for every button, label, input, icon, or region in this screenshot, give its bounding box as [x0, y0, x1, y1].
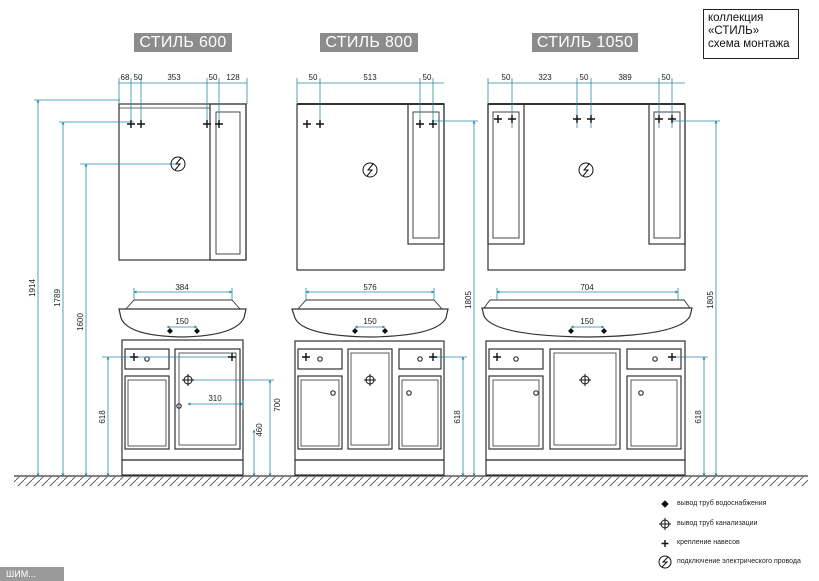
header-stil-600: СТИЛЬ 600: [134, 33, 232, 52]
vanity-800: [291, 299, 449, 476]
dim-1050-323: 323: [538, 73, 552, 82]
electric-markers: [170, 156, 594, 178]
dim-600-50b: 50: [209, 73, 218, 82]
collection-line3: схема монтажа: [708, 38, 790, 50]
dim-600-353: 353: [167, 73, 181, 82]
legend-electric-text: подключение электрического провода: [677, 558, 801, 565]
collection-line2: «СТИЛЬ»: [708, 25, 760, 37]
dim-1805-a: 1805: [464, 291, 473, 309]
dim-800-50b: 50: [423, 73, 432, 82]
dim-384: 384: [175, 283, 189, 292]
dim-618-c: 618: [694, 410, 703, 424]
collection-line1: коллекция: [708, 12, 764, 24]
dim-150-c: 150: [580, 317, 594, 326]
dim-600-128: 128: [226, 73, 240, 82]
vanity-600: [118, 299, 247, 476]
dim-1600: 1600: [76, 313, 85, 331]
dim-800-513: 513: [363, 73, 377, 82]
dim-1050-50b: 50: [580, 73, 589, 82]
mirror-800: [296, 103, 445, 271]
dim-1050-50a: 50: [502, 73, 511, 82]
dim-1050-50c: 50: [662, 73, 671, 82]
legend-drain-text: вывод труб канализации: [677, 520, 758, 527]
dim-600-68: 68: [121, 73, 130, 82]
legend-symbols: [658, 500, 672, 569]
legend-mount-text: крепление навесов: [677, 539, 740, 546]
legend-mount-icon: [661, 540, 669, 547]
dim-150-b: 150: [363, 317, 377, 326]
legend-electric-icon: [658, 555, 672, 569]
dimension-lines: [34, 78, 720, 477]
dim-700: 700: [273, 398, 282, 412]
vanity-1050: [481, 299, 693, 476]
dim-600-50a: 50: [134, 73, 143, 82]
dim-1050-389: 389: [618, 73, 632, 82]
corner-tab: ШИМ...: [0, 567, 64, 581]
header-stil-800: СТИЛЬ 800: [320, 33, 418, 52]
dim-150-a: 150: [175, 317, 189, 326]
floor: [14, 475, 808, 486]
dim-1914: 1914: [28, 279, 37, 297]
dim-800-50a: 50: [309, 73, 318, 82]
dim-1789: 1789: [53, 289, 62, 307]
legend-drain-icon: [659, 518, 671, 530]
dim-310: 310: [208, 394, 222, 403]
drain-markers: [182, 374, 591, 386]
water-markers: [167, 328, 607, 334]
legend-water-icon: [661, 500, 669, 508]
legend-water-text: вывод труб водоснабжения: [677, 500, 767, 507]
dim-1805-b: 1805: [706, 291, 715, 309]
mirror-1050: [487, 103, 686, 271]
dim-704: 704: [580, 283, 594, 292]
dimension-labels: 68 50 353 50 128 50 513 50 50 323 50 389…: [28, 73, 715, 437]
dim-618-b: 618: [453, 410, 462, 424]
header-stil-1050: СТИЛЬ 1050: [532, 33, 638, 52]
collection-box: коллекция «СТИЛЬ» схема монтажа: [703, 9, 799, 59]
mirror-600: [118, 103, 247, 261]
mount-markers: [127, 115, 676, 361]
dim-576: 576: [363, 283, 377, 292]
dim-460: 460: [255, 423, 264, 437]
dim-618-a: 618: [98, 410, 107, 424]
